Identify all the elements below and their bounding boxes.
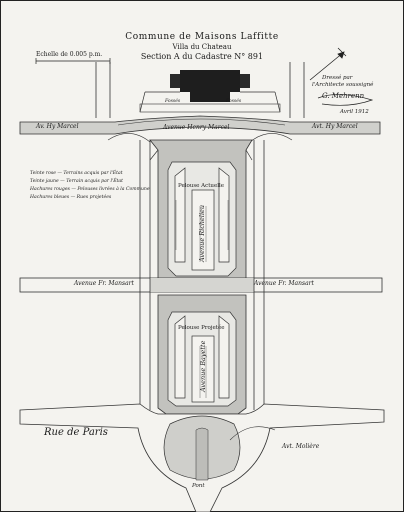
label-avenue-fr-mansart-left: Avenue Fr. Mansart bbox=[74, 280, 134, 287]
map-title: Commune de Maisons Laffitte bbox=[125, 32, 279, 42]
avenue-henry-marcel-road bbox=[19, 115, 381, 143]
label-avenue-henry-marcel: Avenue Henry Marcel bbox=[163, 124, 230, 131]
dimension-marks bbox=[175, 200, 229, 398]
parkway-edges bbox=[139, 140, 265, 410]
scale-bar bbox=[35, 58, 111, 64]
legend-item: Teinte jaune — Terrain acquis par l'État bbox=[30, 179, 123, 184]
label-fosses-left: Fossés bbox=[165, 99, 181, 104]
signature-note-1: Dressé par bbox=[322, 75, 353, 81]
side-streets bbox=[95, 62, 305, 118]
label-av-hy-marcel-left: Av. Hy Marcel bbox=[36, 123, 79, 130]
pelouse-projetee-lawn bbox=[167, 311, 237, 407]
avenue-fr-mansart-road bbox=[19, 277, 383, 293]
legend-item: Teinte rose — Terrains acquis par l'État bbox=[30, 171, 123, 176]
label-avenue-bayette: Avenue Bayette bbox=[199, 340, 207, 392]
label-rue-de-paris: Rue de Paris bbox=[44, 427, 108, 438]
label-pont: Pont bbox=[192, 483, 205, 489]
label-pelouse-actuelle: Pelouse Actuelle bbox=[178, 183, 224, 189]
label-fosses-right: Fossés bbox=[226, 99, 242, 104]
north-arrow bbox=[309, 47, 347, 81]
label-pelouse-projetee: Pelouse Projetée bbox=[178, 325, 225, 331]
signature-note-2: l'Architecte soussigné bbox=[312, 82, 374, 88]
signature-flourish bbox=[317, 94, 374, 106]
rond-point bbox=[19, 403, 385, 512]
map-subtitle: Villa du Chateau bbox=[172, 43, 232, 51]
cadastre-section: Section A du Cadastre N° 891 bbox=[140, 52, 264, 61]
chateau-building bbox=[139, 70, 281, 113]
signature-date: Avril 1912 bbox=[340, 109, 369, 115]
signature-name: G. Mehrenn bbox=[322, 92, 365, 100]
label-avenue-fr-mansart-right: Avenue Fr. Mansart bbox=[254, 280, 314, 287]
label-avenue-richelieu: Avenue Richelieu bbox=[198, 204, 206, 262]
label-av-moliere: Avt. Molière bbox=[282, 443, 320, 450]
label-av-hy-marcel-right: Avt. Hy Marcel bbox=[312, 123, 358, 130]
scale-label: Echelle de 0.005 p.m. bbox=[36, 51, 103, 58]
legend-item: Hachures bleues — Rues projetées bbox=[30, 195, 112, 200]
pelouse-actuelle-lawn bbox=[149, 149, 253, 277]
legend-item: Hachures rouges — Pelouses livrées à la … bbox=[30, 187, 150, 192]
